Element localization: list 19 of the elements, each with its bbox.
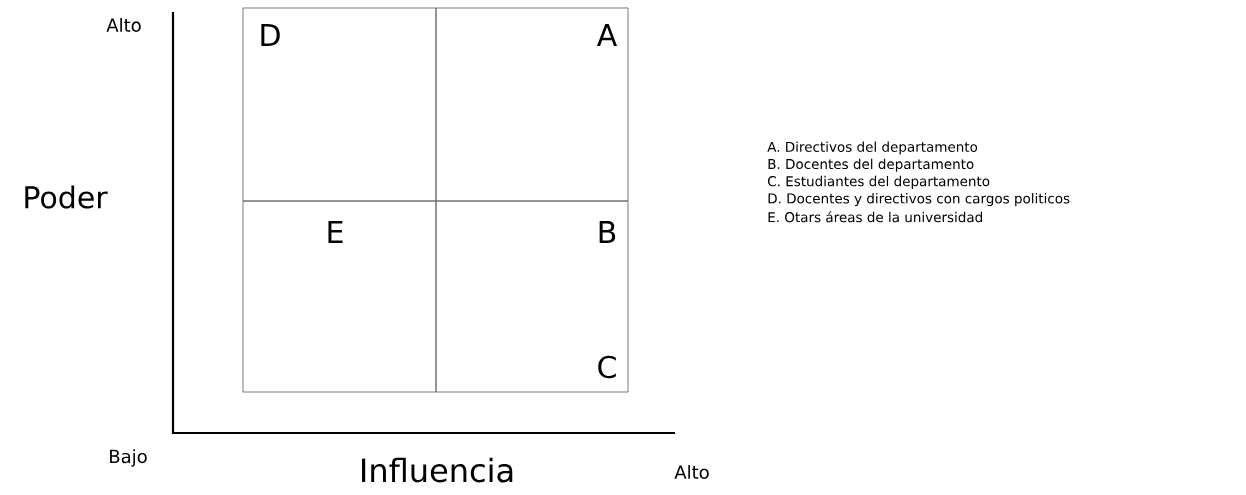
axis-end-label: Alto	[106, 18, 141, 32]
quadrant-letter: D	[261, 24, 280, 46]
legend-entry: C. Estudiantes del departamento	[767, 175, 990, 189]
quadrant-letter: E	[328, 221, 343, 243]
quadrant-box	[435, 7, 629, 202]
legend-entry: D. Docentes y directivos con cargos politicos	[768, 193, 1070, 207]
legend-entry: B. Docentes del departamento	[768, 158, 974, 172]
axis-end-label: Bajo	[110, 449, 147, 467]
axis-title: Influencia	[362, 457, 513, 483]
legend-entry: E. Otars áreas de la universidad	[768, 211, 982, 223]
legend-entry: A. Directivos del departamento	[767, 141, 978, 155]
quadrant-letter: C	[598, 355, 616, 379]
quadrant-letter: B	[599, 221, 616, 243]
quadrant-box	[242, 7, 437, 202]
axis-title: Poder	[25, 185, 108, 209]
quadrant-letter: A	[597, 24, 618, 46]
quadrant-box	[242, 200, 437, 393]
quadrant-box	[435, 200, 629, 393]
axis-end-label: Alto	[674, 465, 709, 479]
